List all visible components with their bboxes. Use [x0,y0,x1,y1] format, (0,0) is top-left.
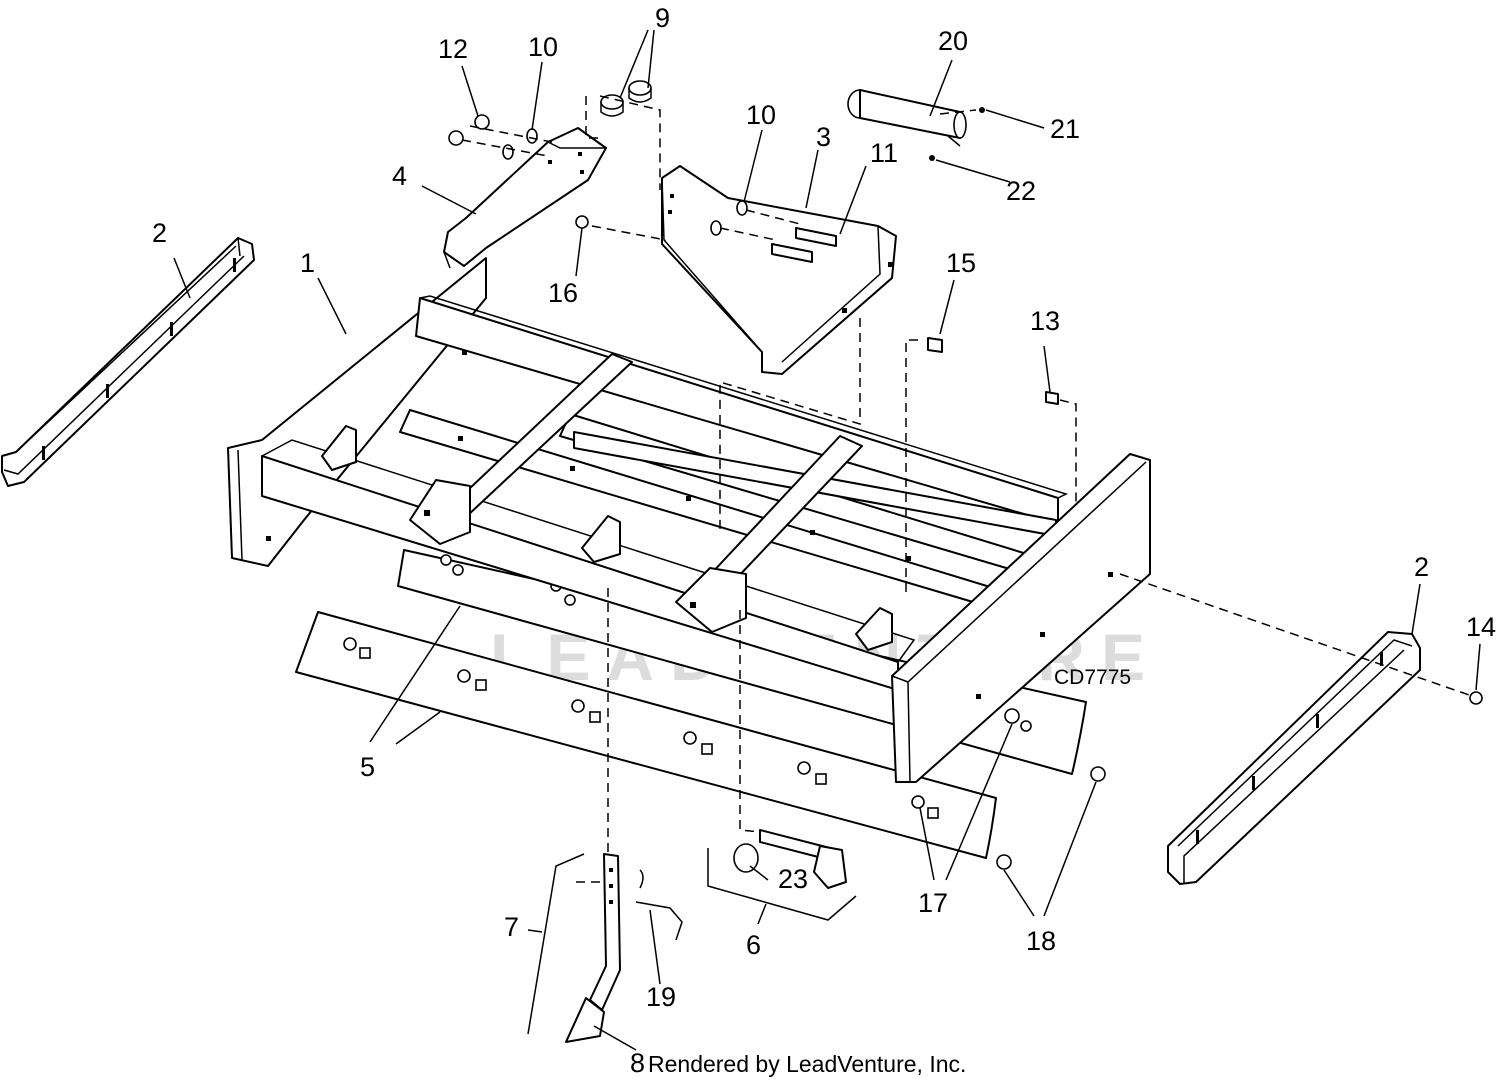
callout-10-right: 10 [746,100,776,130]
callout-4: 4 [392,161,407,191]
assembly-lines [461,95,1473,883]
bolts[interactable] [771,227,1059,405]
main-frame[interactable] [227,257,1151,783]
hitch-bracket-left[interactable] [443,127,607,269]
callout-22: 22 [1006,176,1036,206]
shank-pin[interactable] [635,869,683,941]
callout-16: 16 [548,278,578,308]
callout-3: 3 [816,122,831,152]
callout-11: 11 [870,138,898,168]
callout-17: 17 [918,888,948,918]
skid-shoe-right[interactable] [1167,631,1421,885]
callout-5: 5 [360,752,375,782]
callout-8: 8 [630,1048,645,1078]
callout-9: 9 [655,3,670,33]
drawing-code: CD7775 [1054,666,1131,689]
hitch-bracket-right[interactable] [661,165,897,375]
scarifier-shank[interactable] [565,853,621,1043]
callout-10-left: 10 [528,32,558,62]
callout-2-right: 2 [1414,552,1429,582]
callout-21: 21 [1050,114,1080,144]
callout-23: 23 [778,864,808,894]
credit-line: Rendered by LeadVenture, Inc. [648,1051,966,1077]
callout-18: 18 [1026,926,1056,956]
callout-7: 7 [504,912,519,942]
callouts: 2 1 4 12 10 9 10 3 11 20 21 22 16 15 13 … [152,3,1496,1078]
callout-13: 13 [1030,306,1060,336]
cutting-edge-lower[interactable] [295,611,997,859]
hitch-pin-assembly[interactable] [733,829,847,889]
bushings[interactable] [600,80,652,117]
nuts-and-washers[interactable] [448,107,1483,870]
hitch-pin[interactable] [847,89,967,147]
callout-20: 20 [938,26,968,56]
callout-2-left: 2 [152,218,167,248]
callout-1: 1 [300,248,315,278]
skid-shoe-left[interactable] [1,237,255,487]
callout-19: 19 [646,982,676,1012]
callout-14: 14 [1466,612,1496,642]
leader-lines [173,29,1481,1051]
callout-6: 6 [746,930,761,960]
callout-12: 12 [438,34,468,64]
callout-15: 15 [946,248,976,278]
